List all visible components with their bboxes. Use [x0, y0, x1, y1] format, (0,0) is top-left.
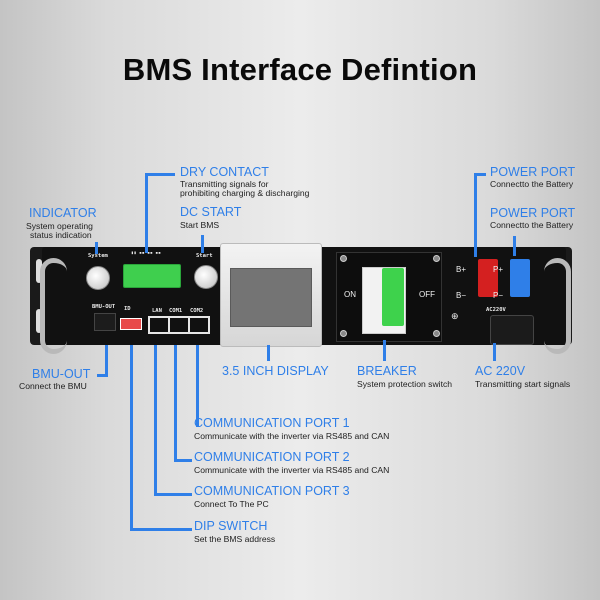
mount-slot	[36, 259, 42, 283]
ac-220v-desc: Transmitting start signals	[475, 379, 571, 389]
breaker-label: BREAKER	[357, 364, 417, 378]
indicator-label: INDICATOR	[29, 206, 97, 220]
breaker-off-label: OFF	[419, 290, 435, 299]
dip-switch-label: DIP SWITCH	[194, 519, 268, 533]
leader-line	[474, 173, 486, 176]
start-label: Start	[196, 253, 213, 259]
breaker-on-label: ON	[344, 290, 356, 299]
dry-contact-terminal[interactable]	[123, 264, 181, 288]
b-minus-label: B−	[456, 291, 467, 300]
left-handle	[40, 258, 67, 354]
dry-contact-pin-labels: ▮▮ ▪▪ ▪▪ ▪▪	[131, 251, 161, 256]
dc-start-desc: Start BMS	[180, 220, 220, 230]
ac-220v-socket[interactable]	[490, 315, 534, 345]
com-port-2-desc: Communicate with the inverter via RS485 …	[194, 465, 390, 475]
system-label: System	[88, 253, 108, 259]
leader-line	[154, 345, 157, 495]
bmu-out-port[interactable]	[94, 313, 116, 331]
p-minus-label: P−	[493, 291, 504, 300]
leader-line	[383, 340, 386, 361]
com2-label: COM2	[190, 308, 204, 314]
screw	[340, 330, 347, 337]
battery-power-port[interactable]	[478, 259, 498, 297]
com-port-1-desc: Communicate with the inverter via RS485 …	[194, 431, 390, 441]
leader-line	[145, 173, 148, 253]
power-port-2-desc: Connectto the Battery	[490, 220, 574, 230]
indicator-desc: status indication	[30, 230, 92, 240]
com-port-3-desc: Connect To The PC	[194, 499, 269, 509]
dip-switch[interactable]	[120, 318, 142, 330]
power-port-2-label: POWER PORT	[490, 206, 576, 220]
leader-line	[196, 345, 199, 427]
screw	[433, 255, 440, 262]
p-plus-label: P+	[493, 265, 504, 274]
lan-port[interactable]	[148, 316, 170, 334]
screw	[433, 330, 440, 337]
dip-switch-desc: Set the BMS address	[194, 534, 276, 544]
leader-line	[97, 374, 108, 377]
display-label: 3.5 INCH DISPLAY	[222, 364, 329, 378]
dc-start-label: DC START	[180, 205, 242, 219]
leader-line	[130, 528, 192, 531]
dc-start-button[interactable]	[194, 265, 218, 289]
leader-line	[267, 345, 270, 361]
com-port-2-label: COMMUNICATION PORT 2	[194, 450, 350, 464]
system-indicator-button[interactable]	[86, 266, 110, 290]
power-port-1-label: POWER PORT	[490, 165, 576, 179]
b-plus-label: B+	[456, 265, 467, 274]
pcs-power-port[interactable]	[510, 259, 530, 297]
leader-line	[174, 345, 177, 461]
dry-contact-desc: Transmitting signals for	[180, 179, 269, 189]
com1-port[interactable]	[168, 316, 190, 334]
leader-line	[95, 242, 98, 254]
power-port-1-desc: Connectto the Battery	[490, 179, 574, 189]
leader-line	[105, 345, 108, 375]
breaker-switch[interactable]	[382, 268, 404, 326]
bmu-out-label: BMU-OUT	[32, 367, 91, 381]
com-port-3-label: COMMUNICATION PORT 3	[194, 484, 350, 498]
leader-line	[474, 173, 477, 257]
ground-icon: ⊕	[451, 311, 459, 321]
leader-line	[201, 235, 204, 253]
com1-label: COM1	[169, 308, 183, 314]
leader-line	[154, 493, 192, 496]
com2-port[interactable]	[188, 316, 210, 334]
lan-label: LAN	[152, 308, 162, 314]
id-label: ID	[124, 306, 131, 312]
screw	[340, 255, 347, 262]
leader-line	[145, 173, 175, 176]
leader-line	[513, 236, 516, 256]
mount-slot	[36, 309, 42, 333]
com-port-1-label: COMMUNICATION PORT 1	[194, 416, 350, 430]
dry-contact-desc: prohibiting charging & discharging	[180, 188, 310, 198]
ac-220v-label: AC 220V	[475, 364, 526, 378]
leader-line	[130, 345, 133, 530]
bmu-out-panel-label: BMU-OUT	[92, 304, 116, 310]
leader-line	[493, 343, 496, 361]
dry-contact-label: DRY CONTACT	[180, 165, 269, 179]
page-title: BMS Interface Defintion	[122, 52, 478, 87]
bmu-out-desc: Connect the BMU	[19, 381, 87, 391]
breaker-desc: System protection switch	[357, 379, 453, 389]
display-screen[interactable]	[230, 268, 312, 327]
leader-line	[174, 459, 192, 462]
right-handle	[544, 258, 571, 354]
indicator-desc: System operating	[26, 221, 93, 231]
ac220v-panel-label: AC220V	[486, 307, 506, 313]
